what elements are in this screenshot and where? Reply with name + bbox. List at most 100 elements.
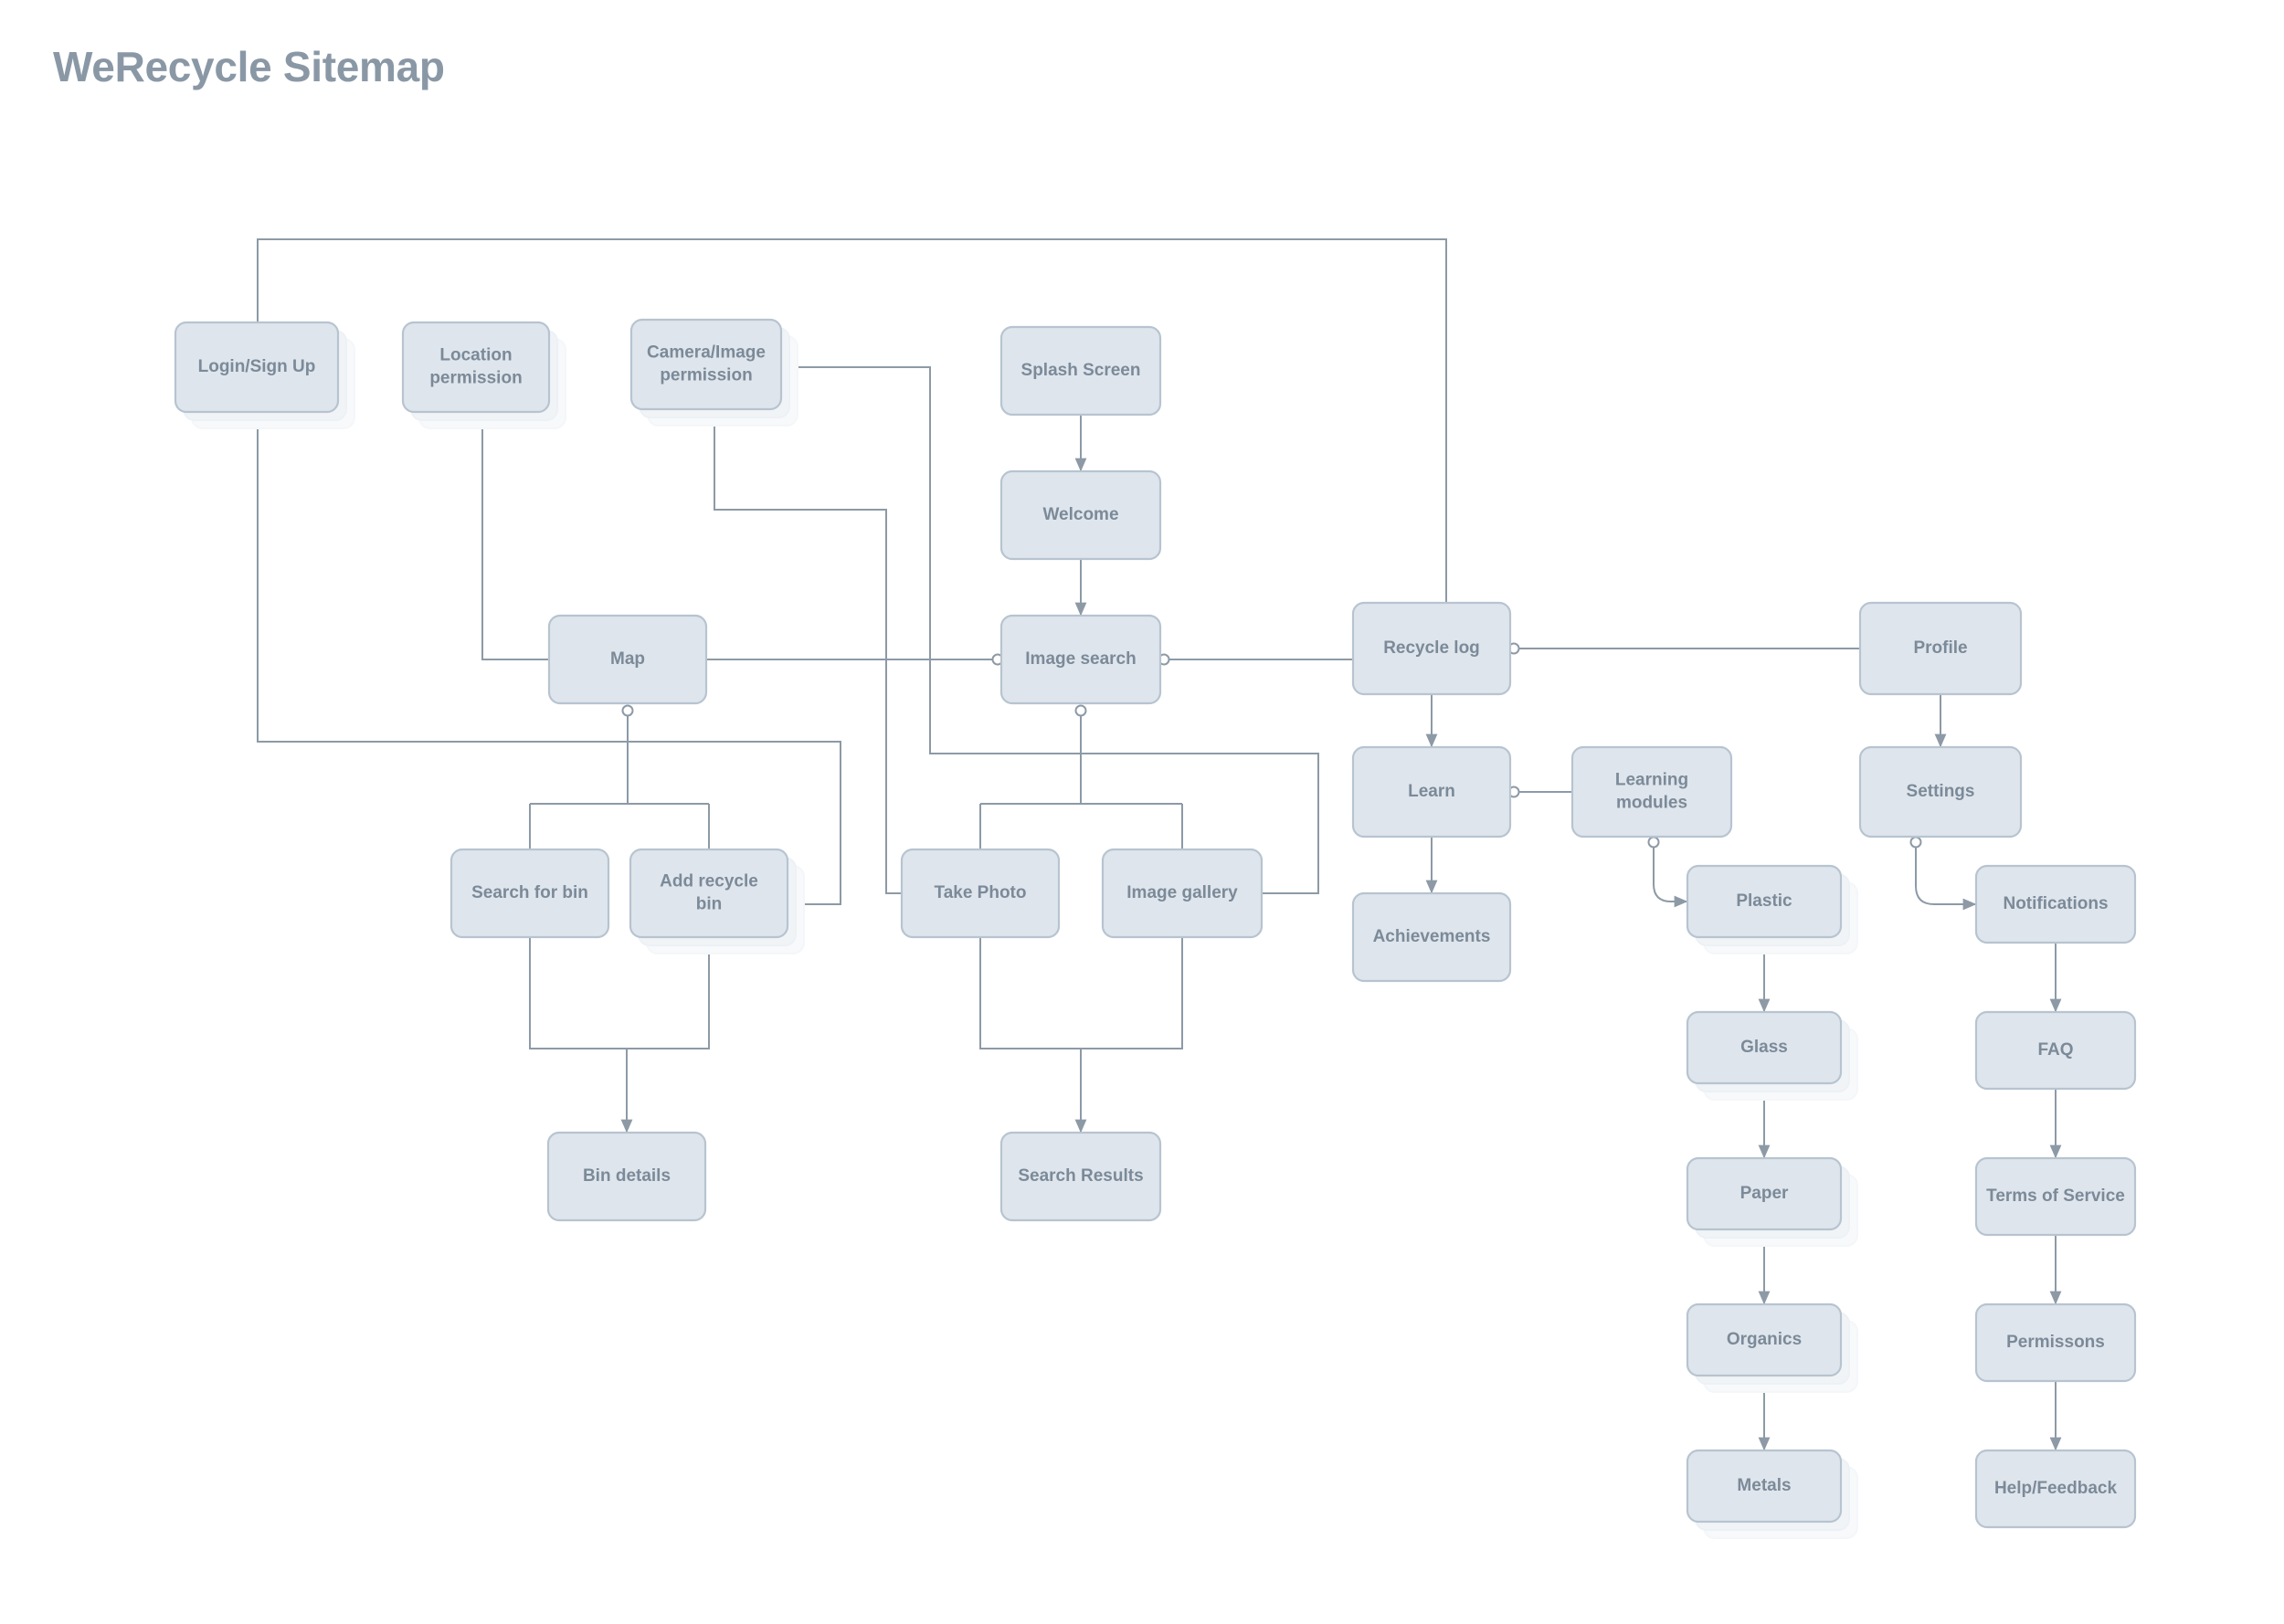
node-label: Splash Screen bbox=[1021, 361, 1141, 380]
node-label: Login/Sign Up bbox=[198, 357, 316, 376]
card-face[interactable] bbox=[999, 1131, 1162, 1222]
node-label: Welcome bbox=[1042, 505, 1118, 524]
node-help[interactable]: Help/Feedback bbox=[1974, 1449, 2137, 1529]
node-metals[interactable]: Metals bbox=[1686, 1449, 1858, 1539]
node-searchresults[interactable]: Search Results bbox=[999, 1131, 1162, 1222]
card-face[interactable] bbox=[1686, 1302, 1843, 1377]
node-permissons[interactable]: Permissons bbox=[1974, 1302, 2137, 1383]
card-face[interactable] bbox=[1101, 848, 1264, 939]
node-splash[interactable]: Splash Screen bbox=[999, 325, 1162, 417]
node-label: Metals bbox=[1737, 1476, 1791, 1495]
edge-path bbox=[1915, 848, 1977, 911]
node-tos[interactable]: Terms of Service bbox=[1974, 1156, 2137, 1237]
edge-learn-to-learnmodules bbox=[1507, 786, 1572, 798]
card-face[interactable] bbox=[1974, 1449, 2137, 1529]
card-face[interactable] bbox=[1351, 745, 1512, 838]
node-label: Search for bin bbox=[471, 883, 588, 902]
node-label: Image gallery bbox=[1126, 883, 1238, 902]
edge-login-to-addbin bbox=[257, 412, 841, 905]
card-face[interactable] bbox=[1858, 601, 2023, 696]
card-face[interactable] bbox=[1974, 1010, 2137, 1091]
edge-endpoint-dot bbox=[621, 704, 634, 717]
node-label: Map bbox=[610, 649, 645, 669]
card-face[interactable] bbox=[1686, 864, 1843, 939]
edge-camera-to-imagesearch-right bbox=[794, 366, 1319, 894]
node-label: Achievements bbox=[1373, 927, 1491, 946]
node-label: Help/Feedback bbox=[1994, 1479, 2118, 1498]
node-label: Profile bbox=[1913, 638, 1967, 658]
node-label: Organics bbox=[1727, 1330, 1802, 1349]
edge-path bbox=[1653, 848, 1688, 908]
node-achievements[interactable]: Achievements bbox=[1351, 891, 1512, 983]
node-imagesearch[interactable]: Image search bbox=[999, 614, 1162, 705]
node-learn[interactable]: Learn bbox=[1351, 745, 1512, 838]
node-plastic[interactable]: Plastic bbox=[1686, 864, 1858, 954]
card-face[interactable] bbox=[999, 469, 1162, 561]
card-face[interactable] bbox=[999, 614, 1162, 705]
node-organics[interactable]: Organics bbox=[1686, 1302, 1858, 1393]
node-label: Terms of Service bbox=[1986, 1186, 2125, 1206]
node-recyclelog[interactable]: Recycle log bbox=[1351, 601, 1512, 696]
node-label: Search Results bbox=[1018, 1166, 1143, 1186]
edge-imagesearch-to-recyclelog bbox=[1158, 653, 1353, 666]
node-label: Image search bbox=[1025, 649, 1136, 669]
card-face[interactable] bbox=[1570, 745, 1733, 838]
node-label: Paper bbox=[1740, 1184, 1789, 1203]
card-face[interactable] bbox=[1858, 745, 2023, 838]
node-label: Take Photo bbox=[935, 883, 1027, 902]
node-profile[interactable]: Profile bbox=[1858, 601, 2023, 696]
card-face[interactable] bbox=[629, 848, 789, 939]
edge-path bbox=[257, 412, 841, 905]
card-face[interactable] bbox=[900, 848, 1061, 939]
node-faq[interactable]: FAQ bbox=[1974, 1010, 2137, 1091]
node-glass[interactable]: Glass bbox=[1686, 1010, 1858, 1101]
edge-path bbox=[979, 937, 1183, 1133]
card-face[interactable] bbox=[174, 321, 340, 414]
node-paper[interactable]: Paper bbox=[1686, 1156, 1858, 1247]
card-face[interactable] bbox=[1686, 1449, 1843, 1524]
card-face[interactable] bbox=[1351, 601, 1512, 696]
card-face[interactable] bbox=[999, 325, 1162, 417]
card-face[interactable] bbox=[1974, 1302, 2137, 1383]
card-face[interactable] bbox=[1351, 891, 1512, 983]
node-searchbin[interactable]: Search for bin bbox=[449, 848, 610, 939]
edge-path bbox=[714, 409, 902, 894]
edge-map-to-imagesearch bbox=[706, 653, 1004, 666]
node-bindetails[interactable]: Bin details bbox=[546, 1131, 707, 1222]
card-face[interactable] bbox=[1974, 864, 2137, 944]
edge-settings-to-notifications bbox=[1909, 836, 1977, 911]
node-label: Recycle log bbox=[1383, 638, 1480, 658]
card-face[interactable] bbox=[1686, 1010, 1843, 1085]
node-login[interactable]: Login/Sign Up bbox=[174, 321, 355, 429]
card-face[interactable] bbox=[546, 1131, 707, 1222]
edge-learnmodules-to-plastic bbox=[1647, 836, 1688, 908]
card-face[interactable] bbox=[401, 321, 551, 414]
edge-location-to-map bbox=[481, 412, 549, 660]
node-label: Bin details bbox=[583, 1166, 671, 1186]
card-face[interactable] bbox=[547, 614, 708, 705]
edge-endpoint-dot bbox=[1647, 836, 1660, 849]
node-notifications[interactable]: Notifications bbox=[1974, 864, 2137, 944]
node-label: Settings bbox=[1907, 782, 1975, 801]
node-map[interactable]: Map bbox=[547, 614, 708, 705]
node-imagegallery[interactable]: Image gallery bbox=[1101, 848, 1264, 939]
card-face[interactable] bbox=[449, 848, 610, 939]
node-takephoto[interactable]: Take Photo bbox=[900, 848, 1061, 939]
node-settings[interactable]: Settings bbox=[1858, 745, 2023, 838]
card-face[interactable] bbox=[629, 318, 783, 411]
node-welcome[interactable]: Welcome bbox=[999, 469, 1162, 561]
card-face[interactable] bbox=[1686, 1156, 1843, 1231]
edge-photo-to-searchresults bbox=[979, 937, 1183, 1133]
edge-camera-to-takephoto bbox=[714, 409, 902, 894]
card-face[interactable] bbox=[1974, 1156, 2137, 1237]
edge-recyclelog-to-profile bbox=[1507, 642, 1860, 655]
